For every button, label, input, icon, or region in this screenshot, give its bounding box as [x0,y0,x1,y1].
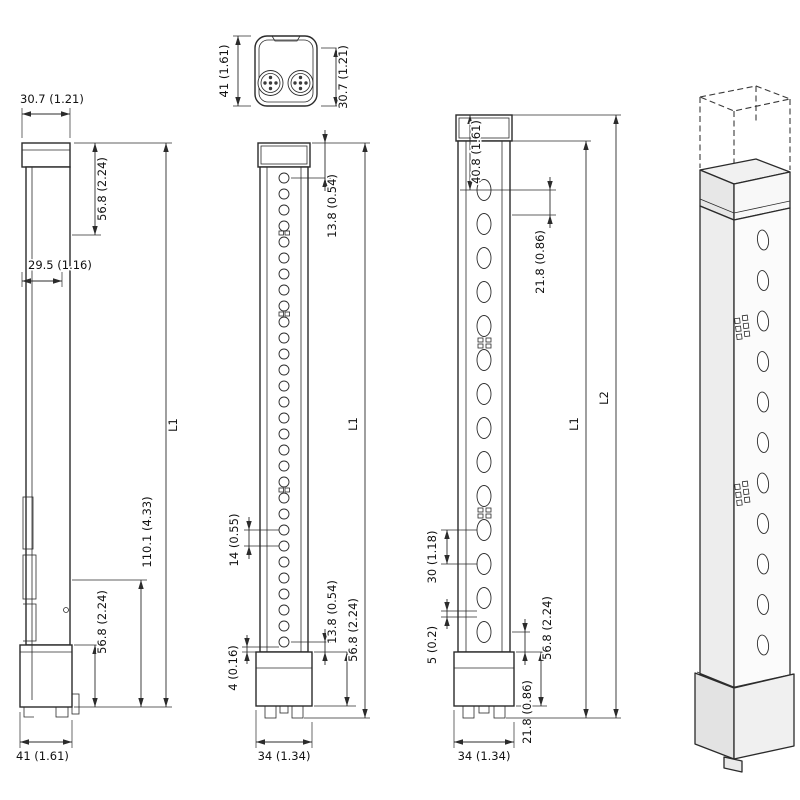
coarse-dim-bottom-offset: 21.8 (0.86) [512,619,536,745]
side-view-geometry [19,142,80,718]
indicator-marks [477,337,492,519]
fine-dim-last-beam-label: 13.8 (0.54) [325,580,339,644]
side-dim-top-width-label: 30.7 (1.21) [20,92,84,106]
top-dim-depth: 41 (1.61) [216,35,251,107]
side-dim-top-width: 30.7 (1.21) [19,91,85,138]
coarse-dim-top-offset-label: 21.8 (0.86) [533,230,547,294]
iso-body [694,158,795,773]
front-coarse-geometry [453,114,515,719]
coarse-dim-l2-label: L2 [597,391,611,405]
fine-dim-first-beam-label: 13.8 (0.54) [325,174,339,238]
top-dim-depth-label: 41 (1.61) [217,45,231,98]
side-dim-top-cap-label: 56.8 (2.24) [95,157,109,221]
coarse-dim-top-offset: 21.8 (0.86) [512,177,556,295]
side-dim-top-cap: 56.8 (2.24) [72,142,172,236]
top-view: 41 (1.61) 30.7 (1.21) [216,35,352,110]
fine-dim-length: L1 [304,143,370,719]
iso-indicator-marks [734,314,751,506]
coarse-dim-width-label: 34 (1.34) [458,749,511,763]
coarse-dim-l1: L1 [506,140,621,719]
side-dim-offset-label: 29.5 (1.16) [28,258,92,272]
side-dim-lower-section-label: 110.1 (4.33) [140,496,154,567]
side-dim-bottom-cap: 56.8 (2.24) [74,589,111,707]
side-dim-length: L1 [74,143,182,708]
beam-lens-column [278,172,290,648]
fine-dim-pitch: 14 (0.55) [226,512,279,568]
front-view-coarse: 40.8 (1.61) 21.8 (0.86) 30 (1.18) 5 (0.2… [424,114,621,765]
fine-dim-bottom-cap-label: 56.8 (2.24) [346,598,360,662]
coarse-dim-bottom-offset-label: 21.8 (0.86) [520,680,534,744]
indicator-marks [278,230,290,493]
coarse-dim-pitch: 30 (1.18) [424,529,477,585]
side-dim-offset: 29.5 (1.16) [21,257,93,287]
fine-dim-bottom-cap: 56.8 (2.24) [314,597,362,707]
fine-dim-last-beam: 13.8 (0.54) [291,579,341,665]
coarse-dim-bottom-cap-label: 56.8 (2.24) [540,596,554,660]
fine-dim-width: 34 (1.34) [255,710,313,765]
fine-dim-width-label: 34 (1.34) [258,749,311,763]
side-dim-bottom-cap-label: 56.8 (2.24) [95,590,109,654]
front-view-fine: 13.8 (0.54) 14 (0.55) 13.8 (0.54) 56.8 (… [225,130,370,765]
coarse-dim-l1-label: L1 [567,417,581,431]
side-dim-length-label: L1 [166,418,180,432]
coarse-dim-first-beam: 40.8 (1.61) [460,115,556,191]
iso-lens-column [756,229,770,656]
coarse-dim-first-beam-label: 40.8 (1.61) [469,120,483,184]
coarse-dim-gap-label: 5 (0.2) [425,626,439,664]
side-dim-base-width-label: 41 (1.61) [16,749,69,763]
coarse-dim-width: 34 (1.34) [453,710,515,765]
fine-dim-pitch-label: 14 (0.55) [227,514,241,567]
side-dim-base-width: 41 (1.61) [15,712,73,765]
coarse-dim-gap: 5 (0.2) [424,599,477,666]
fine-dim-edge-gap: 4 (0.16) [225,635,279,692]
fine-dim-first-beam: 13.8 (0.54) [291,130,370,239]
side-view: 30.7 (1.21) 56.8 (2.24) 29.5 (1.16) L1 1… [15,91,182,765]
beam-lens-column [476,179,492,643]
m12-connector-left [257,70,284,96]
top-view-geometry [254,35,318,107]
fine-dim-edge-gap-label: 4 (0.16) [226,645,240,691]
front-fine-geometry [255,142,313,719]
coarse-dim-l2: L2 [512,114,621,718]
fine-dim-length-label: L1 [346,417,360,431]
side-dim-lower-section: 110.1 (4.33) [72,495,156,707]
top-dim-width-label: 30.7 (1.21) [336,45,350,109]
isometric-view [694,85,795,773]
coarse-dim-bottom-cap: 56.8 (2.24) [516,595,556,707]
coarse-dim-pitch-label: 30 (1.18) [425,531,439,584]
top-dim-width: 30.7 (1.21) [321,44,352,110]
m12-connector-right [287,70,314,96]
